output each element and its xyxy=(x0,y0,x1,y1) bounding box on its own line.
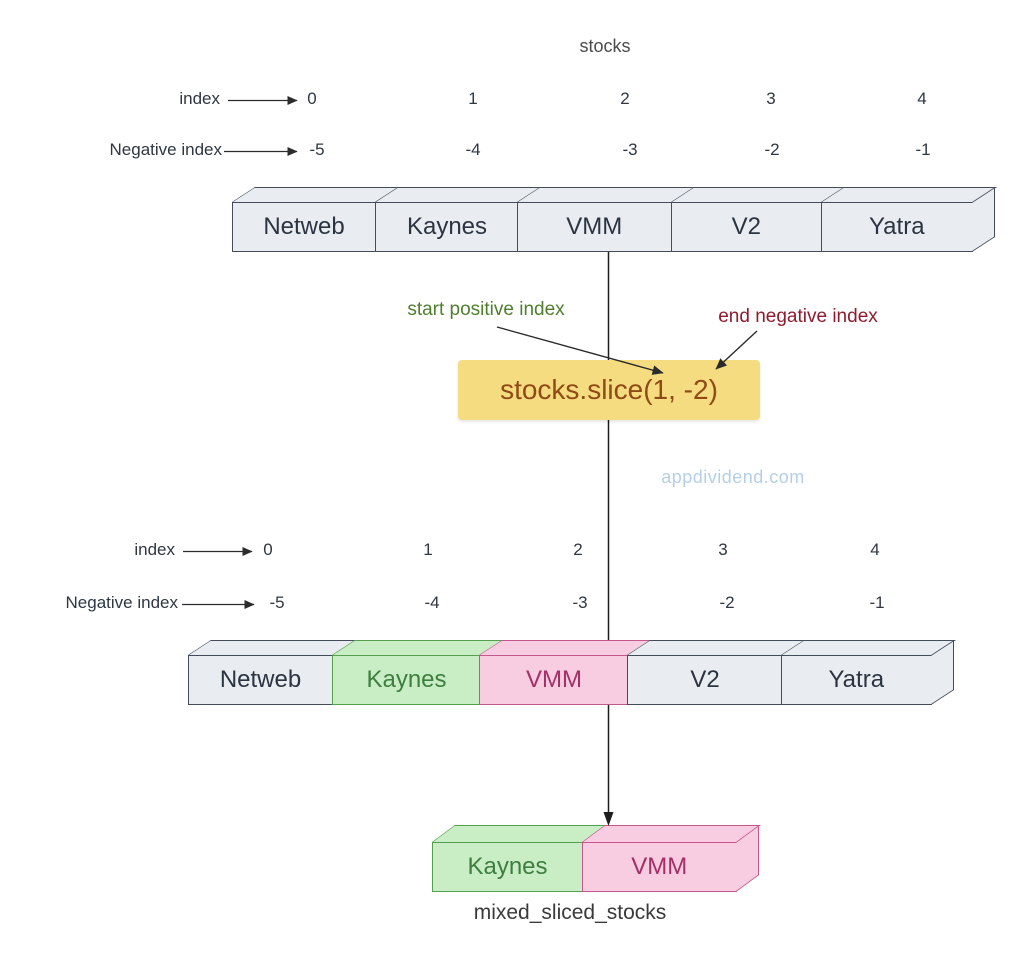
negative-index-value: -1 xyxy=(915,140,931,159)
array-cell-netweb: Netweb xyxy=(232,187,400,252)
cell-top-face xyxy=(626,640,807,655)
array-cell-vmm-highlighted: VMM xyxy=(478,640,653,705)
index-value: 1 xyxy=(468,89,478,108)
array-cell-kaynes: Kaynes xyxy=(374,187,543,252)
result-cell-vmm: VMM xyxy=(581,824,760,892)
slice-call-box: stocks.slice(1, -2) xyxy=(458,360,760,420)
index-value: 2 xyxy=(573,540,583,559)
index-value: 4 xyxy=(917,89,927,108)
cell-label: VMM xyxy=(526,666,582,693)
index-value: 2 xyxy=(620,89,630,108)
array-cell-v2: V2 xyxy=(670,187,846,252)
cell-label: Yatra xyxy=(868,213,925,240)
index-value: 4 xyxy=(870,540,880,559)
negative-index-value: -4 xyxy=(465,140,481,159)
start-index-annotation: start positive index xyxy=(407,299,565,320)
diagram-title: stocks xyxy=(579,36,631,56)
flow-line-arrowhead xyxy=(603,812,614,826)
slice-call-code: stocks.slice(1, -2) xyxy=(500,374,718,405)
negative-index-value: -1 xyxy=(869,593,885,612)
cell-label: Netweb xyxy=(219,666,302,693)
cell-label: Kaynes xyxy=(467,853,548,880)
cell-label: Netweb xyxy=(263,213,345,240)
negative-index-label-top: Negative index xyxy=(109,140,222,159)
result-cell-kaynes: Kaynes xyxy=(432,825,606,892)
result-array-caption: mixed_sliced_stocks xyxy=(473,901,667,924)
index-label-top: index xyxy=(179,89,220,108)
index-value: 3 xyxy=(766,89,776,108)
negative-index-value: -4 xyxy=(424,593,440,612)
cell-top-face xyxy=(820,187,997,202)
cell-label: VMM xyxy=(631,853,688,880)
array-cell-kaynes-highlighted: Kaynes xyxy=(331,640,505,705)
cell-label: V2 xyxy=(731,213,761,240)
cell-label: V2 xyxy=(690,666,720,693)
negative-index-value: -5 xyxy=(309,140,325,159)
watermark: appdividend.com xyxy=(661,467,805,487)
array-cell-yatra: Yatra xyxy=(820,187,997,252)
cell-label: VMM xyxy=(566,213,623,240)
array-cell-vmm: VMM xyxy=(516,187,696,252)
cell-label: Kaynes xyxy=(406,213,488,240)
cell-top-face xyxy=(670,187,846,202)
negative-index-label-bottom: Negative index xyxy=(65,593,178,612)
index-value: 3 xyxy=(718,540,728,559)
array-cell-netweb: Netweb xyxy=(188,640,357,705)
array-cell-yatra: Yatra xyxy=(780,640,956,705)
negative-index-value: -2 xyxy=(764,140,780,159)
index-value: 0 xyxy=(307,89,317,108)
index-label-bottom: index xyxy=(134,540,175,559)
cell-top-face xyxy=(516,187,696,202)
cell-top-face xyxy=(432,825,606,842)
negative-index-value: -3 xyxy=(622,140,638,159)
cell-label: Kaynes xyxy=(366,666,447,693)
end-index-annotation: end negative index xyxy=(718,306,878,327)
index-value: 0 xyxy=(263,540,273,559)
cell-top-face xyxy=(581,825,760,842)
array-cell-v2: V2 xyxy=(626,640,807,705)
cell-top-face xyxy=(780,640,956,655)
negative-index-value: -5 xyxy=(269,593,285,612)
negative-index-value: -2 xyxy=(719,593,735,612)
negative-index-value: -3 xyxy=(572,593,588,612)
index-value: 1 xyxy=(423,540,433,559)
cell-label: Yatra xyxy=(828,666,885,693)
